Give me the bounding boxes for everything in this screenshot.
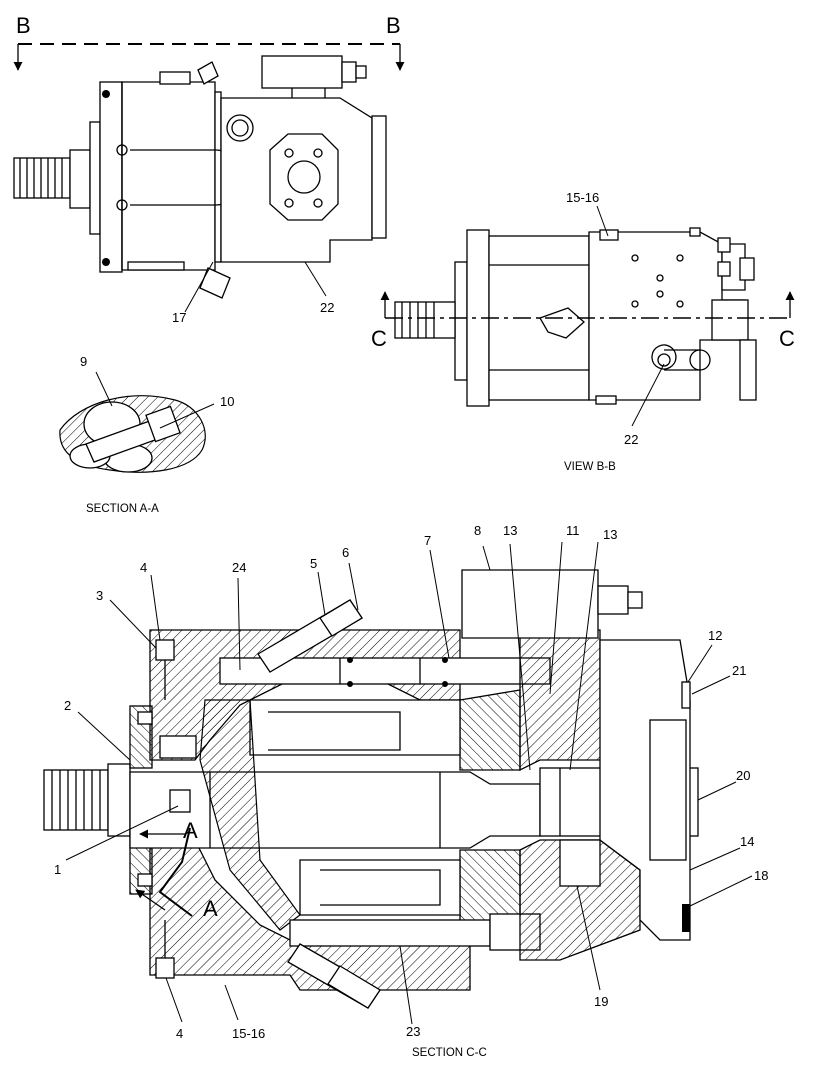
callout-22-top: 22 (320, 300, 334, 315)
callout-15-16-section-c: 15-16 (232, 1026, 265, 1041)
callout-17: 17 (172, 310, 186, 325)
leader-17 (184, 261, 214, 313)
leader-10 (159, 403, 215, 429)
callout-9: 9 (80, 354, 87, 369)
callout-4-bottom: 4 (176, 1026, 183, 1041)
leader-9 (95, 371, 113, 407)
caption-section-a-a: SECTION A-A (86, 503, 159, 515)
caption-view-b-b: VIEW B-B (564, 461, 616, 473)
pump-top-view (13, 55, 387, 299)
callout-21: 21 (732, 663, 746, 678)
callout-4-top: 4 (140, 560, 147, 575)
callout-19: 19 (594, 994, 608, 1009)
section-marker-c-left: C (371, 326, 387, 351)
section-line-a (135, 827, 193, 917)
section-marker-b-right: B (386, 13, 401, 38)
callout-leaders-section-c (65, 541, 753, 1025)
callout-12: 12 (708, 628, 722, 643)
callout-13-left: 13 (503, 523, 517, 538)
callout-5: 5 (310, 556, 317, 571)
callout-22-view-b: 22 (624, 432, 638, 447)
callout-24: 24 (232, 560, 246, 575)
callout-18: 18 (754, 868, 768, 883)
section-a-a (59, 395, 206, 473)
callout-8: 8 (474, 523, 481, 538)
caption-section-c-c: SECTION C-C (412, 1047, 487, 1059)
leader-22-view-b (631, 363, 665, 427)
section-c-c (43, 569, 699, 1009)
callout-13-right: 13 (603, 527, 617, 542)
leader-22-top (304, 261, 327, 297)
section-marker-a-lower: A (203, 896, 218, 921)
view-b-b (394, 227, 757, 407)
callout-14: 14 (740, 834, 754, 849)
callout-15-16-view-b: 15-16 (566, 190, 599, 205)
callout-20: 20 (736, 768, 750, 783)
callout-1: 1 (54, 862, 61, 877)
callout-23: 23 (406, 1024, 420, 1039)
callout-7: 7 (424, 533, 431, 548)
callout-11: 11 (566, 523, 580, 538)
callout-2: 2 (64, 698, 71, 713)
section-marker-c-right: C (779, 326, 795, 351)
section-line-b (13, 43, 405, 71)
leader-15-16-view-b (596, 205, 609, 237)
callout-10: 10 (220, 394, 234, 409)
section-line-c (380, 291, 795, 319)
section-marker-b-left: B (16, 13, 31, 38)
callout-6: 6 (342, 545, 349, 560)
callout-3: 3 (96, 588, 103, 603)
section-marker-a-upper: A (183, 818, 198, 843)
